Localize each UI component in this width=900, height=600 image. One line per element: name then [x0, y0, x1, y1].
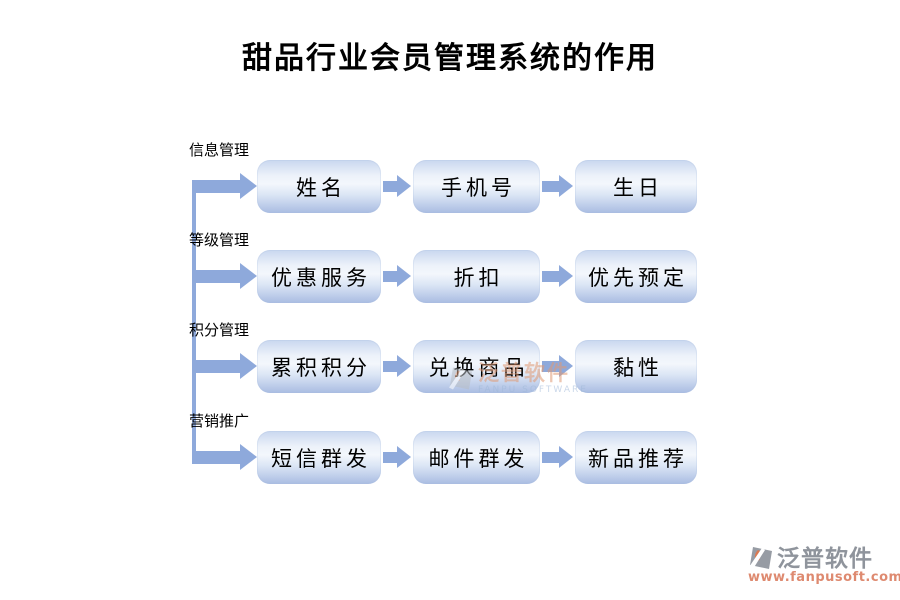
flow-box-label: 手机号: [441, 175, 516, 200]
flow-row-info: 信息管理 姓名 手机号 生日: [0, 141, 900, 213]
flow-box-label: 邮件群发: [428, 446, 529, 471]
logo-brand-name: 泛普软件: [777, 545, 873, 572]
connector-arrow-icon: [542, 446, 573, 468]
flow-box-label: 折扣: [453, 265, 504, 290]
fanpu-logo-icon: [749, 547, 772, 569]
flow-row-points: 积分管理 累积积分 兑换商品 黏性: [0, 321, 900, 393]
row-category-label: 等级管理: [189, 231, 250, 249]
flow-box: 手机号: [413, 160, 540, 213]
flow-box: 姓名: [257, 160, 381, 213]
flow-box: 新品推荐: [575, 431, 697, 484]
flow-box: 生日: [575, 160, 697, 213]
connector-arrow-icon: [383, 355, 411, 377]
logo-website-url: www.fanpusoft.com: [748, 570, 900, 585]
flow-box: 兑换商品: [413, 340, 540, 393]
flow-box: 黏性: [575, 340, 697, 393]
flow-row-marketing: 营销推广 短信群发 邮件群发 新品推荐: [0, 412, 900, 484]
branch-arrow-icon: [192, 353, 257, 379]
flow-box-label: 姓名: [296, 175, 346, 200]
flow-box-label: 兑换商品: [428, 355, 529, 380]
flow-box-label: 短信群发: [271, 446, 371, 471]
connector-arrow-icon: [383, 265, 411, 287]
flow-box-label: 黏性: [613, 355, 663, 380]
flow-box: 优惠服务: [257, 250, 381, 303]
connector-arrow-icon: [383, 175, 411, 197]
branch-spine-line: [192, 180, 196, 463]
flow-box-label: 累积积分: [271, 355, 371, 380]
logo-row: 泛普软件: [748, 545, 893, 572]
flow-box: 累积积分: [257, 340, 381, 393]
flow-box: 短信群发: [257, 431, 381, 484]
flow-box: 优先预定: [575, 250, 697, 303]
branch-arrow-icon: [192, 173, 257, 199]
branch-arrow-icon: [192, 444, 257, 470]
connector-arrow-icon: [383, 446, 411, 468]
row-category-label: 积分管理: [189, 321, 250, 339]
flow-box-label: 生日: [613, 175, 663, 200]
flow-box-label: 优先预定: [588, 265, 688, 290]
row-category-label: 信息管理: [189, 141, 250, 159]
row-category-label: 营销推广: [189, 412, 250, 430]
flow-box-label: 优惠服务: [271, 265, 371, 290]
flow-box: 折扣: [413, 250, 540, 303]
connector-arrow-icon: [542, 175, 573, 197]
flow-row-level: 等级管理 优惠服务 折扣 优先预定: [0, 231, 900, 303]
page-title: 甜品行业会员管理系统的作用: [242, 41, 658, 76]
flow-box: 邮件群发: [413, 431, 540, 484]
flow-box-label: 新品推荐: [588, 446, 688, 471]
connector-arrow-icon: [542, 355, 573, 377]
connector-arrow-icon: [542, 265, 573, 287]
branch-arrow-icon: [192, 263, 257, 289]
fanpu-logo: 泛普软件 www.fanpusoft.com: [748, 545, 900, 586]
